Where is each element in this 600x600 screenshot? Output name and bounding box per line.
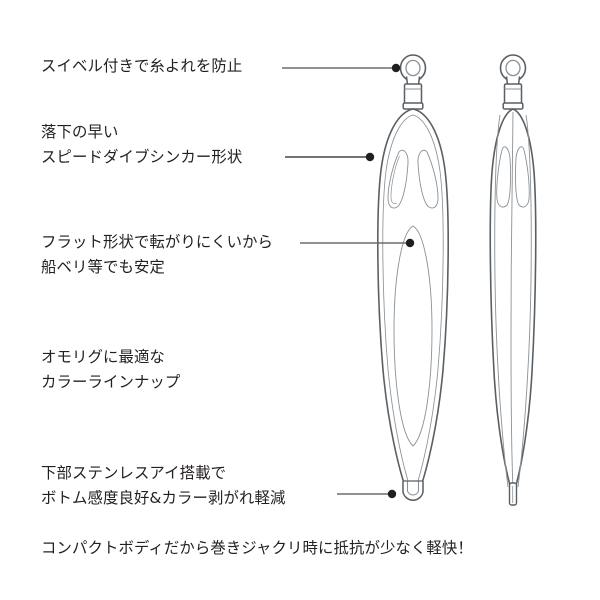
annotation-color-lineup-line-1: オモリグに最適な (41, 348, 165, 366)
annotation-swivel-line-1: スイベル付きで糸よれを防止 (41, 57, 243, 75)
facet-right-teardrop (515, 146, 530, 208)
callout-dot-bottom-eye (387, 489, 397, 499)
callout-leaders (282, 63, 415, 499)
callout-dot-speed-dive (365, 152, 375, 162)
bottom-stainless-tab (508, 482, 518, 506)
facet-left-teardrop-inner (390, 155, 400, 205)
lure-front-view (377, 54, 449, 501)
body-outline (489, 108, 537, 493)
annotation-bottom-eye-line-1: 下部ステンレスアイ搭載で (41, 464, 227, 482)
facet-right-teardrop (417, 149, 439, 209)
annotation-bottom-eye: 下部ステンレスアイ搭載で ボトム感度良好&カラー剥がれ軽減 (41, 461, 285, 511)
annotation-flat-shape-line-2: 船ベリ等でも安定 (41, 258, 165, 276)
annotation-bottom-eye-line-2: ボトム感度良好&カラー剥がれ軽減 (41, 489, 286, 507)
swivel-sleeve (502, 83, 524, 110)
annotation-flat-shape-line-1: フラット形状で転がりにくいから (41, 233, 274, 251)
callout-dot-flat-shape (405, 238, 415, 248)
annotation-speed-dive-line-2: スピードダイブシンカー形状 (41, 148, 243, 166)
annotation-speed-dive: 落下の早い スピードダイブシンカー形状 (41, 120, 242, 170)
center-oval (393, 225, 433, 447)
swivel-sleeve (402, 83, 424, 110)
annotation-flat-shape: フラット形状で転がりにくいから 船ベリ等でも安定 (41, 230, 273, 280)
callout-dot-swivel (391, 63, 401, 73)
annotation-color-lineup-line-2: カラーラインナップ (41, 373, 181, 391)
annotation-swivel: スイベル付きで糸よれを防止 (41, 54, 242, 79)
annotation-compact-body: コンパクトボディだから巻きジャクリ時に抵抗が少なく軽快！ (41, 536, 473, 561)
swivel-ring-icon (399, 54, 427, 86)
ridge-line-right (517, 114, 532, 488)
lure-side-view (489, 54, 537, 506)
bottom-stainless-eye (402, 480, 424, 501)
annotation-compact-body-line-1: コンパクトボディだから巻きジャクリ時に抵抗が少なく軽快！ (41, 539, 473, 557)
swivel-ring-icon (499, 54, 527, 86)
ridge-line-center (510, 111, 514, 490)
ridge-line-left (494, 114, 509, 488)
facet-left-teardrop (387, 149, 409, 209)
annotation-color-lineup: オモリグに最適な カラーラインナップ (41, 345, 180, 395)
facet-left-teardrop (496, 146, 511, 208)
annotation-speed-dive-line-1: 落下の早い (41, 123, 119, 141)
